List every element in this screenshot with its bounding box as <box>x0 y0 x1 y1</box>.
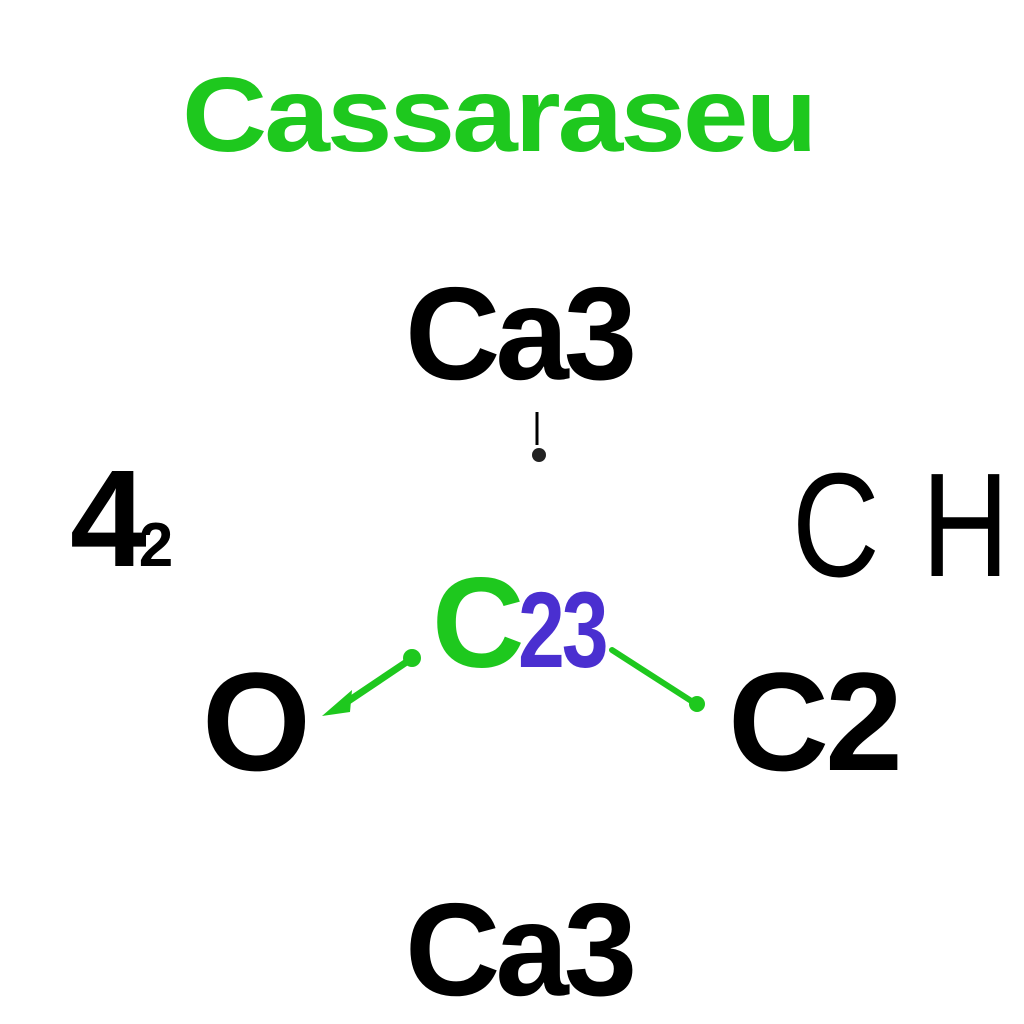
node-right-label: C H <box>792 443 1010 608</box>
diagram-title: Cassaraseu <box>182 55 818 175</box>
bond-left-end <box>403 649 421 667</box>
node-center-main: C <box>432 552 524 695</box>
tick-dot <box>532 448 546 462</box>
bond-right-end <box>689 696 705 712</box>
node-left-small: 2 <box>138 511 174 580</box>
node-top-label: Ca3 <box>405 260 637 407</box>
node-left-main: 4 <box>70 442 147 596</box>
node-bottom-label: Ca3 <box>405 876 637 1023</box>
node-center-label: C23 <box>432 560 631 688</box>
node-center-sub: 23 <box>518 569 609 690</box>
bond-left-arrowhead <box>322 690 352 716</box>
node-left-label: 42 <box>70 450 174 588</box>
node-c2-label: C2 <box>728 643 903 800</box>
node-oxygen-label: O <box>202 643 311 800</box>
bond-left <box>334 653 418 712</box>
